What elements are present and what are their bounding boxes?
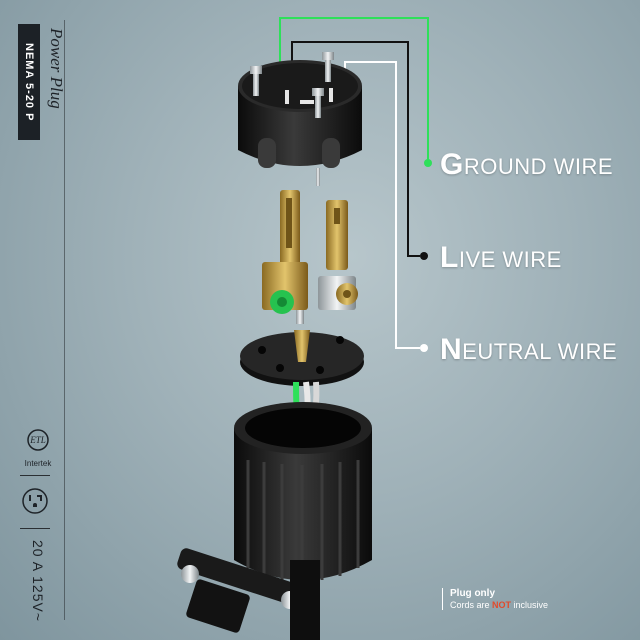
brass-blade-right <box>326 200 348 270</box>
neutral-terminal <box>318 276 358 310</box>
sidebar-divider <box>64 20 65 620</box>
footnote-text: inclusive <box>511 600 549 610</box>
footnote: Plug only Cords are NOT inclusive <box>450 588 548 610</box>
plug-housing <box>234 402 372 582</box>
footnote-cords-note: Cords are NOT inclusive <box>450 600 548 610</box>
cord-clamp <box>177 548 305 633</box>
svg-text:ETL: ETL <box>29 435 46 445</box>
neutral-wire-line <box>344 61 420 349</box>
ground-wire-line <box>279 17 429 163</box>
footnote-divider <box>442 588 443 610</box>
ground-terminal <box>262 262 308 324</box>
divider <box>20 528 50 529</box>
ground-wire-dot <box>424 159 432 167</box>
electrical-rating: 20 A 125V~ <box>30 540 46 623</box>
footnote-plug-only: Plug only <box>450 588 495 599</box>
ground-wire-label: GROUND WIRE <box>440 148 614 181</box>
certification-label: Intertek <box>24 459 52 468</box>
nema-badge: NEMA 5-20 P <box>18 24 40 140</box>
power-cord <box>290 560 320 640</box>
neutral-wire-label: NEUTRAL WIRE <box>440 333 618 366</box>
certification-block: ETL Intertek <box>16 428 60 468</box>
footnote-highlight: NOT <box>492 600 512 610</box>
neutral-wire-dot <box>420 344 428 352</box>
footnote-text: Cords are <box>450 600 493 610</box>
socket-outlet-icon <box>22 488 48 514</box>
live-wire-label: LIVE WIRE <box>440 241 562 274</box>
plug-face-cap <box>238 52 362 186</box>
inner-disc <box>240 330 364 386</box>
live-wire-dot <box>420 252 428 260</box>
product-title: Power Plug <box>47 28 66 109</box>
etl-mark-icon: ETL <box>27 429 49 451</box>
brass-blade-left <box>280 190 300 270</box>
divider <box>20 475 50 476</box>
